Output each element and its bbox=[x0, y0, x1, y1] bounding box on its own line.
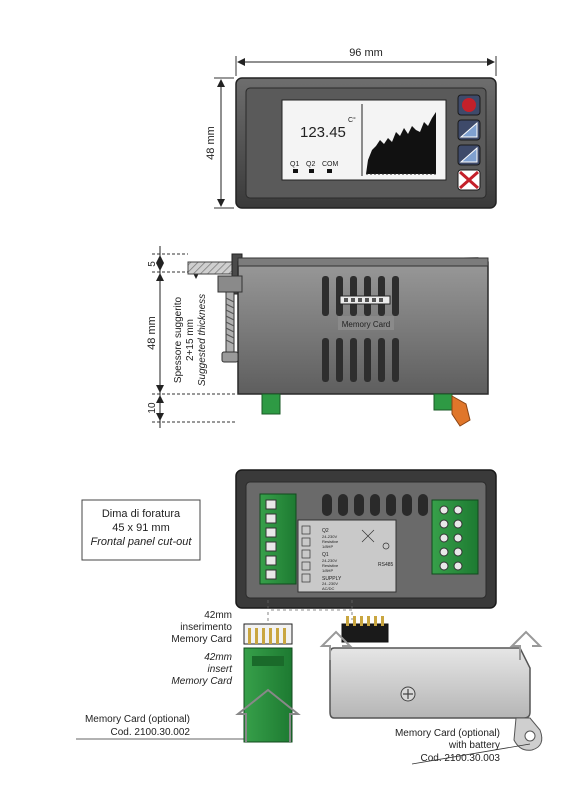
down-triangle-icon bbox=[459, 146, 478, 163]
q1-label: Q1 bbox=[322, 552, 329, 558]
memory-card-label-bg bbox=[338, 316, 394, 330]
supply-label: SUPPLY bbox=[322, 576, 342, 582]
supply-spec-1: 24..230V bbox=[322, 581, 338, 586]
memory-card-section: 42mm inserimento Memory Card 42mm insert… bbox=[76, 610, 543, 765]
q2-spec-1: 24-230V bbox=[322, 534, 337, 539]
clamp-block bbox=[217, 275, 243, 293]
back-view: Dima di foratura 45 x 91 mm Frontal pane… bbox=[81, 469, 497, 630]
cross-icon bbox=[459, 170, 479, 190]
cutout-title-1: Dima di foratura bbox=[102, 508, 181, 520]
record-button[interactable] bbox=[457, 94, 481, 116]
q1-spec-1: 24-230V bbox=[322, 558, 337, 563]
record-icon bbox=[462, 98, 476, 112]
orange-connector bbox=[451, 395, 471, 427]
battery-arrow-right bbox=[509, 630, 543, 660]
q1-spec-2: Resistive bbox=[322, 563, 339, 568]
wiring-symbols bbox=[301, 525, 390, 583]
width-label: 96 mm bbox=[349, 47, 383, 59]
height-label: 48 mm bbox=[205, 126, 217, 160]
q2-spec-2: Resistive bbox=[322, 539, 339, 544]
indicator-com: COM bbox=[322, 161, 339, 168]
battery-code: Cod. 2100.30.003 bbox=[420, 753, 500, 764]
cutout-box bbox=[81, 499, 201, 561]
screw-thread bbox=[225, 297, 235, 345]
left-terminal-screws bbox=[265, 499, 277, 580]
memory-card-battery bbox=[329, 647, 531, 719]
bottom-terminal-right bbox=[433, 393, 453, 411]
q2-spec-3: 1/8HP bbox=[322, 544, 333, 549]
com-led bbox=[327, 169, 332, 173]
battery-arrow-left bbox=[319, 630, 353, 660]
down-triangle-button[interactable] bbox=[457, 144, 481, 166]
bottom-dim-label: 10 bbox=[147, 402, 158, 414]
q2-label: Q2 bbox=[322, 528, 329, 534]
insert-en-2: insert bbox=[208, 664, 234, 675]
up-triangle-icon bbox=[459, 121, 478, 138]
insert-it-1: 42mm bbox=[204, 610, 232, 621]
cutout-title-2: 45 x 91 mm bbox=[112, 522, 169, 534]
up-triangle-button[interactable] bbox=[457, 119, 481, 141]
thickness-label-it-2: 2+15 mm bbox=[185, 319, 196, 361]
optional-code: Cod. 2100.30.002 bbox=[110, 727, 190, 738]
side-view: 5 48 mm 10 Spessore suggerito 2+15 mm Su… bbox=[146, 246, 489, 428]
battery-label-1: Memory Card (optional) bbox=[395, 728, 500, 739]
green-card-pins bbox=[248, 628, 286, 644]
battery-card-pins bbox=[346, 616, 384, 626]
top-dim-label: 5 bbox=[147, 261, 158, 267]
screw-cross-icon bbox=[403, 689, 413, 699]
battery-card-connector bbox=[341, 623, 389, 643]
rs485-label: RS485 bbox=[378, 562, 394, 568]
q1-led bbox=[293, 169, 298, 173]
front-view: 96 mm 48 mm 123.45 C° Q1 Q2 COM bbox=[205, 47, 497, 209]
thickness-label-it-1: Spessore suggerito bbox=[173, 296, 184, 383]
insert-it-3: Memory Card bbox=[171, 634, 232, 645]
back-vents bbox=[322, 494, 428, 516]
temperature-value: 123.45 bbox=[300, 124, 346, 141]
insert-en-1: 42mm bbox=[204, 652, 232, 663]
insert-en-3: Memory Card bbox=[171, 676, 232, 687]
battery-leader-line bbox=[411, 743, 531, 765]
slot-pins bbox=[344, 298, 383, 302]
insert-arrow-left bbox=[235, 688, 301, 742]
insert-it-2: inserimento bbox=[180, 622, 232, 633]
side-top-rail bbox=[237, 257, 489, 267]
right-terminal-screws bbox=[439, 505, 463, 571]
memory-card-side-label: Memory Card bbox=[342, 320, 390, 329]
indicator-q1: Q1 bbox=[290, 161, 299, 168]
cross-button[interactable] bbox=[457, 169, 481, 191]
unit-label: C° bbox=[348, 116, 356, 124]
supply-spec-2: AC/DC bbox=[322, 586, 335, 591]
indicator-q2: Q2 bbox=[306, 161, 315, 168]
trend-graph bbox=[366, 112, 436, 174]
optional-label: Memory Card (optional) bbox=[85, 714, 190, 725]
screw-head bbox=[221, 351, 239, 363]
thickness-label-en: Suggested thickness bbox=[197, 294, 208, 386]
back-label-sticker bbox=[297, 519, 397, 593]
q1-spec-3: 1/8HP bbox=[322, 568, 333, 573]
bottom-terminal-left bbox=[261, 393, 281, 415]
q2-led bbox=[309, 169, 314, 173]
cutout-title-en: Frontal panel cut-out bbox=[91, 536, 193, 548]
side-height-label: 48 mm bbox=[146, 316, 158, 350]
battery-label-2: with battery bbox=[448, 740, 500, 751]
lug-hole bbox=[524, 730, 536, 742]
card-chip bbox=[252, 656, 284, 666]
left-terminal-block bbox=[259, 493, 297, 585]
